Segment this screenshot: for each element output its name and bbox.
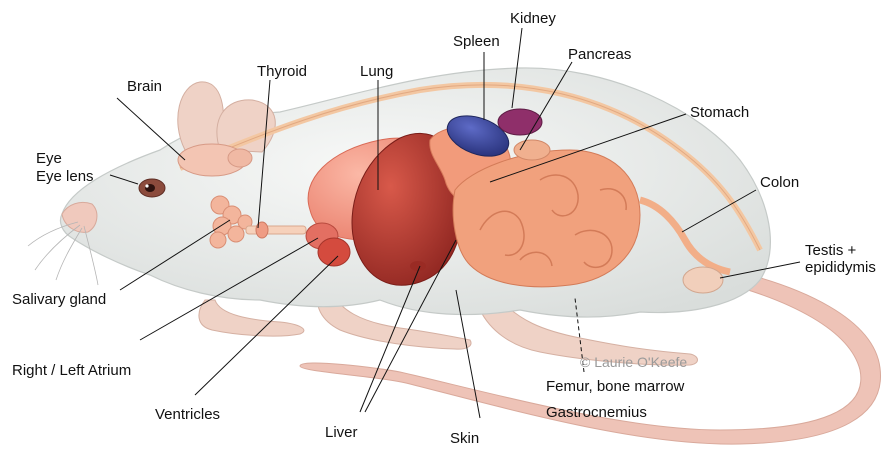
label-kidney: Kidney <box>510 10 556 27</box>
label-skin: Skin <box>450 430 479 447</box>
heart-ventricles <box>318 238 350 266</box>
ear-back <box>178 82 224 150</box>
trachea <box>246 226 306 234</box>
testis <box>683 267 723 293</box>
label-lung: Lung <box>360 63 393 80</box>
label-testis: Testis + <box>805 242 856 259</box>
pancreas <box>514 140 550 160</box>
label-gastrocnemius: Gastrocnemius <box>546 404 647 421</box>
credit-text: © Laurie O'Keefe <box>580 354 687 370</box>
intestines <box>453 150 640 287</box>
label-thyroid: Thyroid <box>257 63 307 80</box>
label-ventricles: Ventricles <box>155 406 220 423</box>
label-pancreas: Pancreas <box>568 46 631 63</box>
label-salivary-gland: Salivary gland <box>12 291 106 308</box>
fore-foot <box>199 300 304 336</box>
kidney <box>498 109 542 135</box>
label-brain: Brain <box>127 78 162 95</box>
label-eye: Eye <box>36 150 62 167</box>
label-femur: Femur, bone marrow <box>546 378 684 395</box>
label-atrium: Right / Left Atrium <box>12 362 131 379</box>
label-colon: Colon <box>760 174 799 191</box>
label-liver: Liver <box>325 424 358 441</box>
label-spleen: Spleen <box>453 33 500 50</box>
label-stomach: Stomach <box>690 104 749 121</box>
label-eye-lens: Eye lens <box>36 168 94 185</box>
label-epididymis: epididymis <box>805 259 876 276</box>
